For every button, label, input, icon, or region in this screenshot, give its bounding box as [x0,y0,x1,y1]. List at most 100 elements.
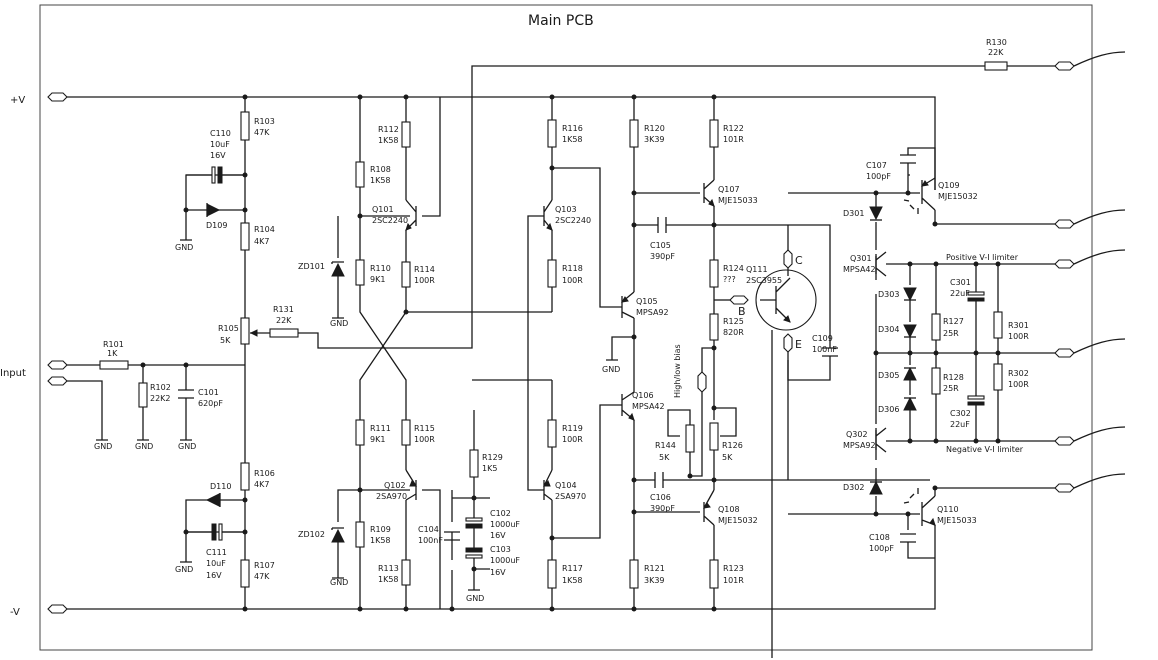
r125-val: 820R [723,328,744,337]
capacitor-c301 [967,291,985,302]
q111-ref: Q111 [746,265,768,274]
r109-ref: R109 [370,525,391,534]
c110-val: 10uF [210,140,230,149]
r120-val: 3K39 [644,135,665,144]
resistor-r112 [401,121,411,148]
r112-val: 1K58 [378,136,399,145]
r128-ref: R128 [943,373,964,382]
r108-val: 1K58 [370,176,391,185]
q107-val: MJE15033 [718,196,758,205]
r115-val: 100R [414,435,435,444]
c110-volt: 16V [210,151,226,160]
diode-d304 [903,324,917,339]
r117-ref: R117 [562,564,583,573]
zd102-ref: ZD102 [298,530,325,539]
input-label: Input [0,368,26,379]
r105-val: 5K [220,336,231,345]
q109-ref: Q109 [938,181,960,190]
resistor-r122 [709,119,719,148]
connector-c [783,225,793,276]
d306-ref: D306 [878,405,899,414]
r104-ref: R104 [254,225,275,234]
resistor-r131 [269,328,299,338]
transistor-q102 [405,469,418,501]
vas-wires [606,97,930,609]
r123-val: 101R [723,576,744,585]
resistor-r129 [469,449,479,478]
capacitor-c105 [657,217,667,233]
r130-val: 22K [988,48,1004,57]
c103-val: 1000uF [490,556,520,565]
d110-ref: D110 [210,482,231,491]
d303-ref: D303 [878,290,899,299]
neg-limiter-note: Negative V-I limiter [946,445,1024,454]
r131-ref: R131 [273,305,294,314]
q103-ref: Q103 [555,205,577,214]
r127-val: 25R [943,329,959,338]
capacitor-c104 [444,531,460,541]
r112-ref: R112 [378,125,399,134]
resistor-r125 [709,313,719,341]
resistor-r130 [984,61,1008,71]
r118-ref: R118 [562,264,583,273]
q101-val: 2SC2240 [372,216,408,225]
r122-ref: R122 [723,124,744,133]
capacitor-c106 [654,472,664,488]
q110-ref: Q110 [937,505,959,514]
r126-ref: R126 [722,441,743,450]
transistor-q301 [875,251,887,277]
d109-ref: D109 [206,221,227,230]
input-wires [67,364,245,441]
q108-val: MJE15032 [718,516,758,525]
r120-ref: R120 [644,124,665,133]
transistor-q107 [703,179,715,207]
diode-d302 [869,480,883,495]
r117-val: 1K58 [562,576,583,585]
r131-val: 22K [276,316,292,325]
label-c: C [795,254,803,267]
label-e: E [795,338,802,351]
bias-transistor-q111 [755,269,817,658]
gnd-102: GND [94,442,112,451]
connector-bias-switch [697,371,707,393]
gnd-338a: GND [330,319,348,328]
transistor-q110 [903,488,936,526]
bias-note: High/low bias [673,344,682,398]
r119-ref: R119 [562,424,583,433]
r101-val: 1K [107,349,118,358]
d302-ref: D302 [843,483,864,492]
transistor-q104 [542,469,553,501]
r301-ref: R301 [1008,321,1029,330]
r127-ref: R127 [943,317,964,326]
c302-val: 22uF [950,420,970,429]
c105-val: 390pF [650,252,675,261]
c101-val: 620pF [198,399,223,408]
decoupling-wires [452,410,490,591]
diode-d110 [205,493,221,507]
r103-val: 47K [254,128,270,137]
c102-val: 1000uF [490,520,520,529]
c107-val: 100pF [866,172,891,181]
q302-ref: Q302 [846,430,868,439]
zd101-ref: ZD101 [298,262,325,271]
transistor-q109 [903,177,936,214]
c111-val: 10uF [206,559,226,568]
q105-ref: Q105 [636,297,658,306]
c110-ref: C110 [210,129,231,138]
junction-dots [140,94,1001,612]
resistor-r301 [993,311,1003,339]
q105-val: MPSA92 [636,308,669,317]
c302-ref: C302 [950,409,971,418]
q111-val: 2SC3955 [746,276,782,285]
label-b: B [738,305,746,318]
d304-ref: D304 [878,325,899,334]
input-stage-wires [332,97,552,609]
r128-val: 25R [943,384,959,393]
gnd-186: GND [178,442,196,451]
r144-val: 5K [659,453,670,462]
q102-val: 2SA970 [376,492,407,501]
gnd-143: GND [135,442,153,451]
resistor-r121 [629,559,639,589]
zener-zd102 [331,527,345,543]
r301-val: 100R [1008,332,1029,341]
